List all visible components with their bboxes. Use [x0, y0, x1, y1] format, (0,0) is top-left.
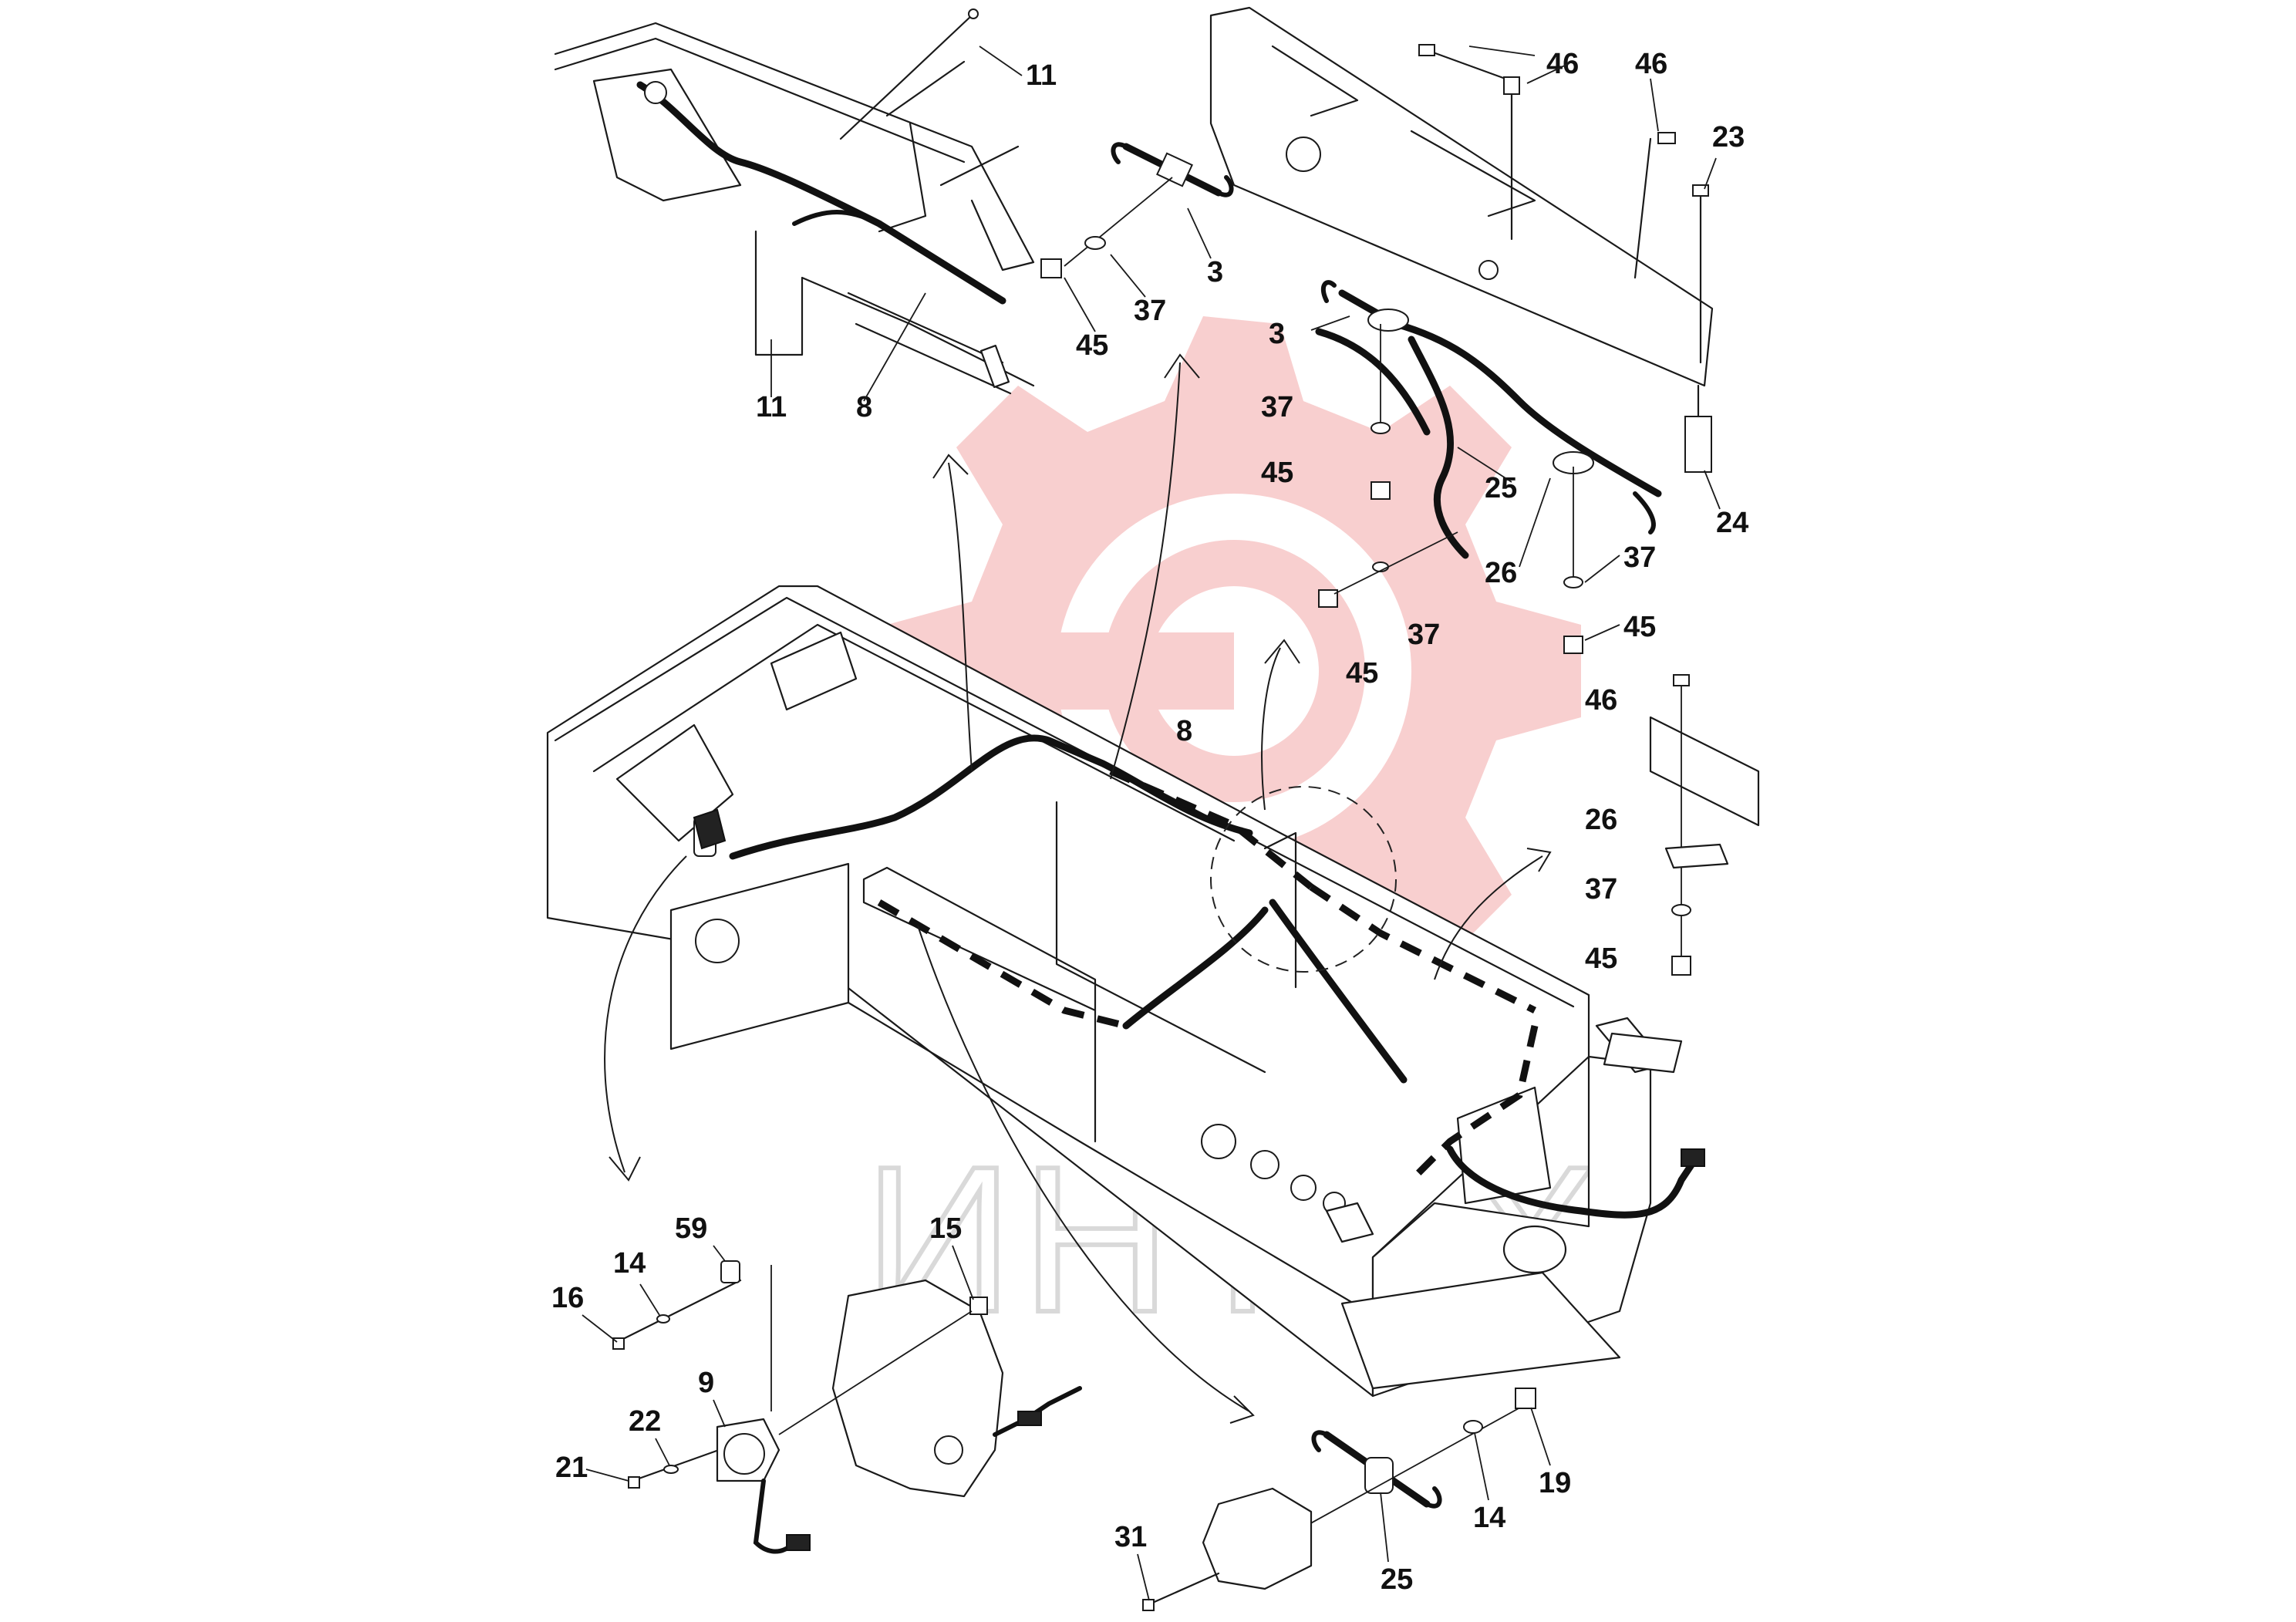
bolt-46-left [1418, 44, 1513, 83]
callout-37-bracket: 37 [1585, 873, 1617, 905]
callout-26-upper: 26 [1485, 557, 1517, 589]
callout-21: 21 [555, 1452, 588, 1484]
callout-19: 19 [1539, 1467, 1571, 1499]
right-bracket-detail [1649, 674, 1760, 976]
spacer-24 [1684, 384, 1712, 473]
clamp-3-upper [1367, 309, 1409, 332]
callout-46-bracket: 46 [1585, 684, 1617, 717]
callout-45-top: 45 [1076, 329, 1108, 362]
bolt-46-center [1503, 76, 1520, 241]
screw-11b [885, 60, 966, 117]
callout-37-mid: 37 [1408, 619, 1440, 651]
callout-31: 31 [1114, 1521, 1147, 1553]
callout-45-bracket: 45 [1585, 943, 1617, 975]
callout-8-top: 8 [856, 391, 872, 423]
arrow-to-sensor [604, 855, 687, 1182]
arrow-to-bracket [1434, 848, 1552, 980]
bolt-15 [969, 1297, 988, 1315]
callout-25-upper: 25 [1485, 472, 1517, 504]
callout-11: 11 [1026, 59, 1057, 92]
callout-37-right-upper: 37 [1261, 391, 1293, 423]
nut-19 [1515, 1388, 1536, 1409]
nut-45-upper [1371, 481, 1391, 500]
callout-37-right: 37 [1623, 541, 1656, 574]
clamp-3-detail [1040, 142, 1234, 278]
callout-8-main: 8 [1176, 715, 1192, 747]
callout-9: 9 [698, 1367, 714, 1399]
washer-37-upper [1371, 422, 1391, 434]
arrow-to-top-right [1261, 639, 1300, 811]
washer-22 [663, 1465, 679, 1474]
nut-45-right [1563, 636, 1583, 654]
callout-37-top: 37 [1134, 295, 1166, 327]
nut-59 [720, 1260, 740, 1283]
nut-45-top [1040, 258, 1062, 278]
screw-11c [939, 145, 1020, 187]
callout-14-right: 14 [1473, 1502, 1505, 1534]
callout-46-left: 46 [1546, 48, 1579, 80]
screw-31 [1142, 1572, 1220, 1611]
callout-45-right: 45 [1623, 611, 1656, 643]
screw-16 [612, 1279, 742, 1350]
callout-25-lower: 25 [1381, 1563, 1413, 1596]
arrow-to-clamp-3 [1110, 353, 1200, 780]
main-frame [546, 585, 1683, 1398]
washer-14-left [656, 1314, 670, 1324]
callout-14-left: 14 [613, 1247, 646, 1280]
callout-16: 16 [551, 1282, 584, 1314]
callout-3-top: 3 [1207, 256, 1223, 288]
callout-23: 23 [1712, 121, 1745, 153]
inset-top-left [554, 8, 1035, 395]
callout-26-bracket: 26 [1585, 804, 1617, 836]
washer-14-right [1463, 1420, 1483, 1434]
sensor-9 [716, 1418, 781, 1482]
detail-circle [1210, 786, 1397, 973]
washer-37-right [1563, 576, 1583, 588]
callout-15: 15 [929, 1212, 962, 1245]
callout-46-right: 46 [1635, 48, 1667, 80]
arrow-to-lower-clamp [917, 925, 1255, 1424]
screw-11a [839, 8, 979, 140]
sensor-assembly [612, 1260, 1082, 1554]
washer-37-top [1084, 236, 1106, 250]
callout-24: 24 [1716, 507, 1748, 539]
nut-45-mid [1318, 589, 1338, 608]
callout-22: 22 [629, 1405, 661, 1438]
arrow-to-top-left [932, 454, 973, 772]
callout-59: 59 [675, 1212, 707, 1245]
callout-3-right: 3 [1269, 318, 1285, 350]
bolt-46-right [1633, 132, 1676, 279]
callout-45-right-upper: 45 [1261, 457, 1293, 489]
callout-45-mid: 45 [1346, 657, 1378, 690]
inset-top-right [1209, 6, 1714, 654]
clamp-25-assembly [1142, 1388, 1536, 1611]
